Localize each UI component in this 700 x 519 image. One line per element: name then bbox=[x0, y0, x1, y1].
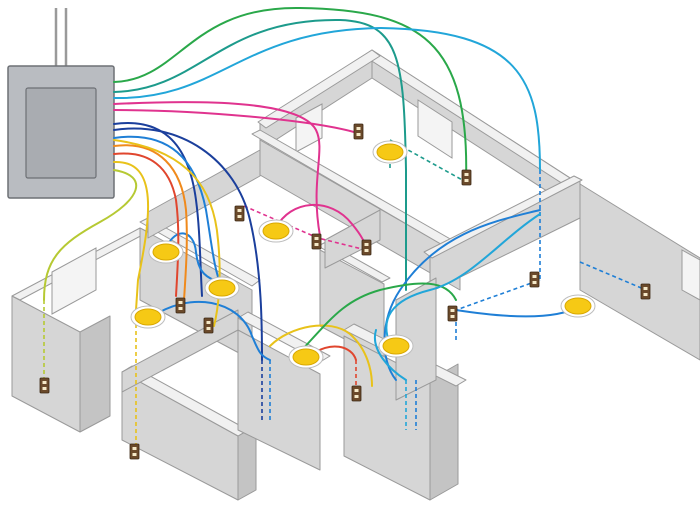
wall-right-inner bbox=[395, 277, 437, 401]
power-outlet-icon[interactable] bbox=[640, 283, 651, 300]
power-outlet-icon[interactable] bbox=[461, 169, 472, 186]
wall-front-right-side bbox=[429, 363, 459, 501]
wire-cyan bbox=[113, 26, 541, 171]
ceiling-light-icon[interactable] bbox=[288, 345, 324, 369]
wire-blue-3 bbox=[113, 135, 223, 289]
wire-cyan-2 bbox=[385, 213, 541, 345]
wire-green bbox=[113, 6, 468, 183]
wall-front-left bbox=[121, 371, 239, 501]
wall-right-outer bbox=[579, 183, 700, 361]
wire-yellow-3 bbox=[269, 324, 373, 387]
wall-left-room-back bbox=[147, 149, 261, 239]
power-outlet-icon[interactable] bbox=[351, 385, 362, 402]
wire-magenta-3 bbox=[113, 109, 355, 133]
ceiling-light-icon[interactable] bbox=[378, 334, 414, 358]
ceiling-light-icon[interactable] bbox=[372, 140, 408, 164]
wall-back-left-top bbox=[257, 49, 381, 129]
wall-left-outer-side bbox=[79, 315, 111, 433]
wire-navy bbox=[113, 122, 203, 297]
ceiling-light-icon[interactable] bbox=[560, 294, 596, 318]
wall-right-room bbox=[429, 179, 581, 293]
window-right bbox=[681, 249, 700, 301]
ceiling-light-icon[interactable] bbox=[148, 240, 184, 264]
power-outlet-icon[interactable] bbox=[203, 317, 214, 334]
wire-teal bbox=[113, 18, 407, 291]
power-outlet-icon[interactable] bbox=[353, 123, 364, 140]
window-upper-left bbox=[295, 103, 323, 153]
power-outlet-icon[interactable] bbox=[129, 443, 140, 460]
wire-yellow-2 bbox=[113, 139, 221, 327]
outlets bbox=[39, 123, 651, 460]
ceiling-lights bbox=[130, 140, 596, 369]
power-outlet-icon[interactable] bbox=[447, 305, 458, 322]
ceiling-light-icon[interactable] bbox=[130, 305, 166, 329]
power-outlet-icon[interactable] bbox=[234, 205, 245, 222]
power-outlet-icon[interactable] bbox=[311, 233, 322, 250]
walls bbox=[11, 49, 700, 501]
ceiling-light-icon[interactable] bbox=[204, 276, 240, 300]
power-outlet-icon[interactable] bbox=[529, 271, 540, 288]
wall-hall-small bbox=[324, 209, 381, 269]
wall-left-outer bbox=[11, 295, 81, 433]
wire-blue-5 bbox=[165, 232, 215, 281]
wire-cyan-3 bbox=[373, 329, 407, 381]
power-outlet-icon[interactable] bbox=[39, 377, 50, 394]
wire-yellow bbox=[113, 160, 150, 311]
electrical-panel-icon[interactable] bbox=[7, 65, 115, 199]
window-left bbox=[51, 247, 97, 315]
wire-lime bbox=[43, 169, 138, 301]
power-outlet-icon[interactable] bbox=[361, 239, 372, 256]
wire-orange bbox=[113, 144, 188, 301]
window-upper bbox=[417, 99, 453, 159]
service-conduit bbox=[54, 8, 68, 66]
wire-red bbox=[113, 152, 180, 297]
wire-navy-2 bbox=[113, 127, 263, 361]
ceiling-light-icon[interactable] bbox=[258, 219, 294, 243]
power-outlet-icon[interactable] bbox=[175, 297, 186, 314]
